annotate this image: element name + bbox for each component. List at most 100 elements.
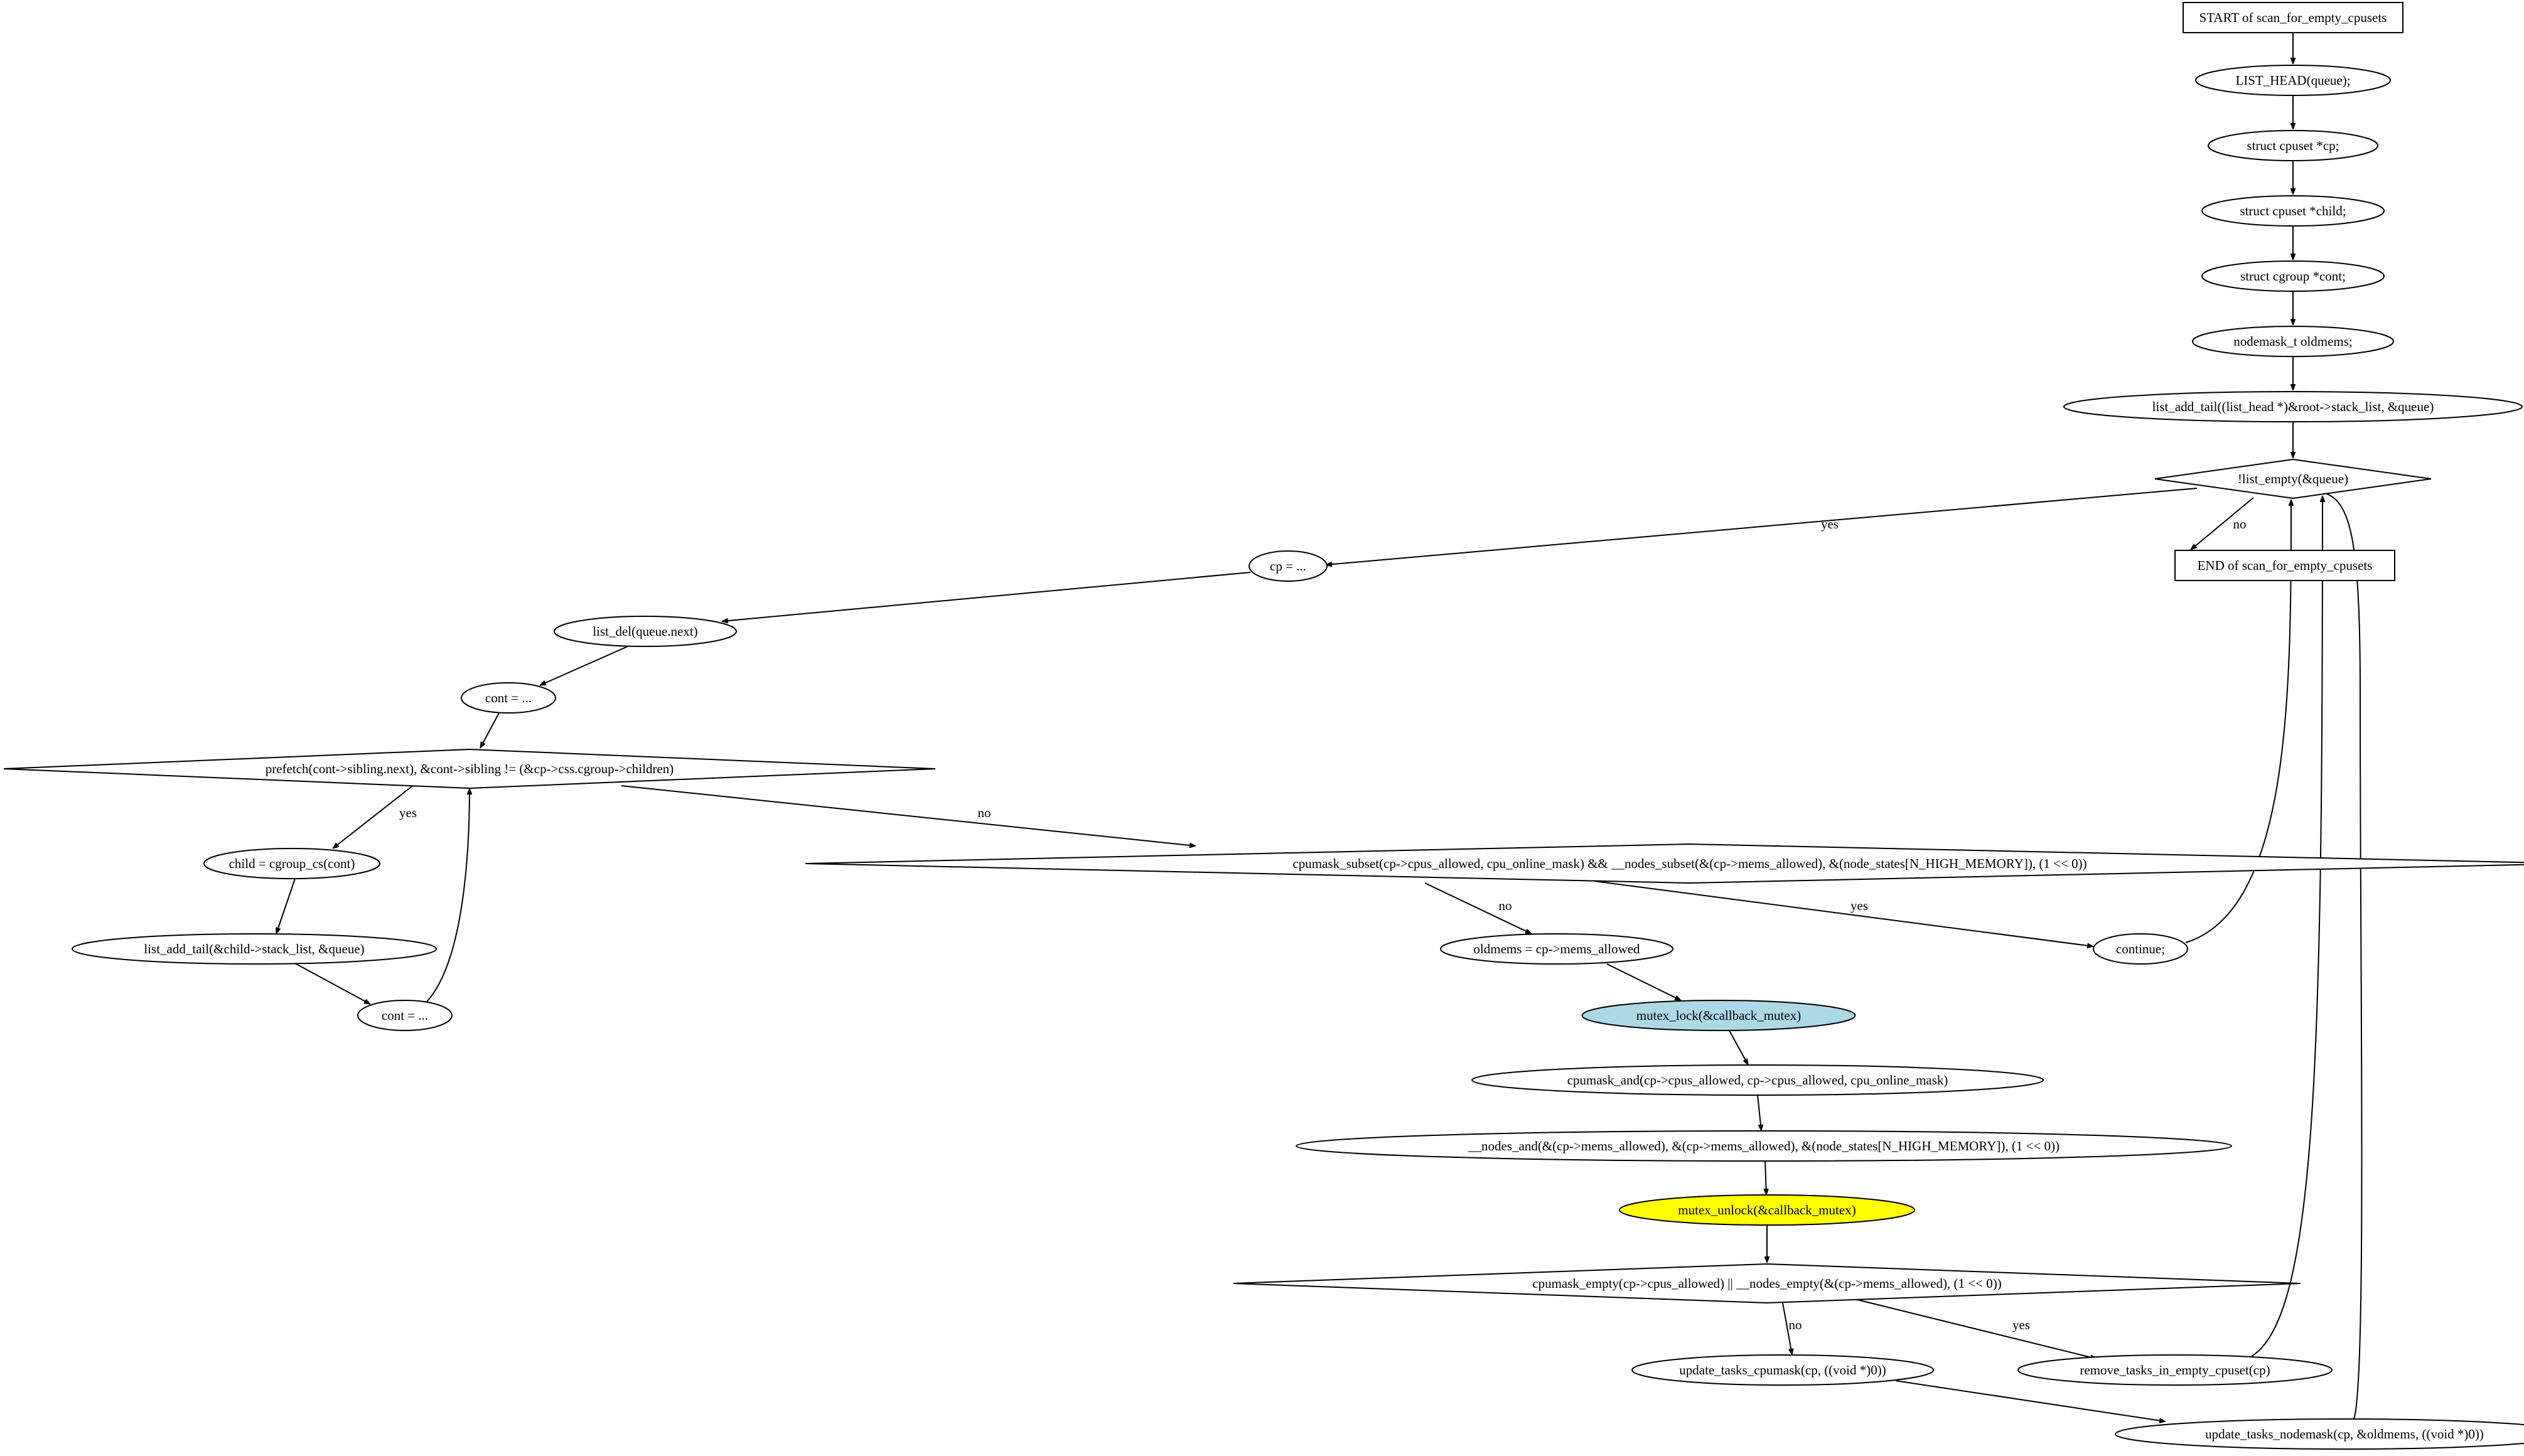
edge-n_remove_tasks-to-d_list_empty [2248,496,2323,1359]
node-d_cpumask_subset: cpumask_subset(cp->cpus_allowed, cpu_onl… [805,843,2524,884]
node-label-n_remove_tasks: remove_tasks_in_empty_cpuset(cp) [2080,1362,2270,1378]
node-label-n_oldmems_assign: oldmems = cp->mems_allowed [1473,941,1640,956]
edge-n_cpumask_and-to-n_nodes_and [1757,1095,1761,1131]
node-shape-n_list_del [554,616,737,647]
edge-n_list_del-to-n_cont_assign1 [540,646,628,686]
edge-n_cont_assign1-to-d_prefetch [480,712,500,748]
node-label-n_list_add_root: list_add_tail((list_head *)&root->stack_… [2152,399,2434,414]
node-shape-n_update_nodemask [2115,1418,2524,1450]
node-n_nodes_and: __nodes_and(&(cp->mems_allowed), &(cp->m… [1296,1130,2232,1162]
node-label-n_struct_cont: struct cgroup *cont; [2240,269,2346,284]
node-label-n_child_assign: child = cgroup_cs(cont) [229,856,355,871]
node-shape-n_cont_assign1 [461,682,556,714]
node-label-n_list_head: LIST_HEAD(queue); [2235,73,2350,88]
edge-n_continue-to-d_list_empty [2185,500,2291,943]
edge-n_oldmems_assign-to-n_mutex_lock [1606,963,1681,1001]
edge-n_cp_assign-to-n_list_del [722,572,1251,621]
node-end: END of scan_for_empty_cpusets [2174,550,2395,581]
node-n_struct_child: struct cpuset *child; [2201,195,2385,227]
node-n_cont_assign1: cont = ... [461,682,556,714]
node-label-end: END of scan_for_empty_cpusets [2198,558,2373,573]
edge-n_child_assign-to-n_list_add_child [276,878,296,934]
edge-label-d_cpumask_empty-to-n_remove_tasks: yes [2012,1317,2030,1332]
edge-d_list_empty-to-n_cp_assign [1326,488,2198,565]
node-label-n_list_del: list_del(queue.next) [593,624,697,639]
edge-labels-layer: yes no yes no no yes no yes [399,517,2247,1332]
node-n_mutex_unlock: mutex_unlock(&callback_mutex) [1619,1194,1915,1226]
node-n_oldmems_decl: nodemask_t oldmems; [2192,326,2394,357]
node-n_struct_cp: struct cpuset *cp; [2208,130,2378,161]
node-shape-n_oldmems_decl [2192,326,2394,357]
node-shape-n_struct_cont [2201,260,2385,292]
node-shape-n_mutex_unlock [1619,1194,1915,1226]
edge-n_update_cpumask-to-n_update_nodemask [1895,1380,2166,1421]
node-shape-d_cpumask_subset [805,843,2524,884]
node-shape-n_mutex_lock [1581,1000,1856,1031]
node-shape-n_oldmems_assign [1440,933,1673,965]
edge-n_list_add_child-to-n_cont_assign2 [294,963,370,1005]
edge-label-d_list_empty-to-end: no [2233,517,2247,532]
node-shape-d_cpumask_empty [1233,1263,2301,1304]
node-label-start: START of scan_for_empty_cpusets [2199,10,2387,25]
node-shape-n_nodes_and [1296,1130,2232,1162]
edge-label-d_cpumask_subset-to-n_oldmems_assign: no [1499,898,1512,913]
edge-label-d_list_empty-to-n_cp_assign: yes [1821,517,1839,532]
node-shape-n_continue [2093,933,2188,965]
node-start: START of scan_for_empty_cpusets [2183,2,2403,33]
edge-n_cont_assign2-to-d_prefetch [426,788,470,1002]
node-label-n_nodes_and: __nodes_and(&(cp->mems_allowed), &(cp->m… [1468,1138,2059,1154]
node-shape-n_cpumask_and [1471,1064,2044,1096]
node-n_list_head: LIST_HEAD(queue); [2195,65,2391,96]
edge-label-d_cpumask_subset-to-n_continue: yes [1850,898,1868,913]
edge-d_prefetch-to-n_child_assign [333,784,415,848]
node-label-d_list_empty: !list_empty(&queue) [2238,471,2348,486]
node-d_list_empty: !list_empty(&queue) [2154,458,2432,500]
node-n_list_add_root: list_add_tail((list_head *)&root->stack_… [2063,391,2523,422]
node-shape-d_prefetch [3,748,936,790]
node-shape-n_list_add_root [2063,391,2523,422]
node-label-n_mutex_lock: mutex_lock(&callback_mutex) [1636,1008,1801,1023]
node-shape-n_cp_assign [1249,550,1328,582]
node-n_child_assign: child = cgroup_cs(cont) [203,848,380,879]
node-d_cpumask_empty: cpumask_empty(cp->cpus_allowed) || __nod… [1233,1263,2301,1304]
node-n_cont_assign2: cont = ... [357,1000,453,1031]
node-n_cp_assign: cp = ... [1249,550,1328,582]
edge-label-d_cpumask_empty-to-n_update_cpumask: no [1789,1317,1802,1332]
node-d_prefetch: prefetch(cont->sibling.next), &cont->sib… [3,748,936,790]
node-n_remove_tasks: remove_tasks_in_empty_cpuset(cp) [2017,1354,2333,1386]
edge-n_mutex_lock-to-n_cpumask_and [1729,1030,1749,1065]
node-shape-d_list_empty [2154,458,2432,500]
node-label-n_continue: continue; [2116,941,2165,956]
node-n_cpumask_and: cpumask_and(cp->cpus_allowed, cp->cpus_a… [1471,1064,2044,1096]
edge-label-d_prefetch-to-d_cpumask_subset: no [978,805,991,820]
edges-layer [276,33,2363,1421]
node-shape-end [2174,550,2395,581]
node-label-n_cpumask_and: cpumask_and(cp->cpus_allowed, cp->cpus_a… [1567,1073,1948,1088]
node-n_oldmems_assign: oldmems = cp->mems_allowed [1440,933,1673,965]
node-label-n_cont_assign2: cont = ... [382,1008,428,1023]
node-n_list_add_child: list_add_tail(&child->stack_list, &queue… [72,933,437,965]
nodes-layer: START of scan_for_empty_cpusetsLIST_HEAD… [3,2,2524,1450]
edge-d_cpumask_subset-to-n_oldmems_assign [1424,882,1532,934]
node-label-n_cont_assign1: cont = ... [485,690,532,705]
node-shape-n_struct_child [2201,195,2385,227]
node-label-d_cpumask_empty: cpumask_empty(cp->cpus_allowed) || __nod… [1532,1276,2001,1291]
node-label-d_cpumask_subset: cpumask_subset(cp->cpus_allowed, cpu_onl… [1292,856,2086,871]
node-shape-n_update_cpumask [1631,1354,1934,1386]
node-label-n_struct_cp: struct cpuset *cp; [2247,138,2339,153]
node-label-n_list_add_child: list_add_tail(&child->stack_list, &queue… [144,941,364,956]
node-n_struct_cont: struct cgroup *cont; [2201,260,2385,292]
node-shape-n_remove_tasks [2017,1354,2333,1386]
edge-d_prefetch-to-d_cpumask_subset [621,785,1196,846]
edge-d_list_empty-to-end [2191,497,2254,550]
node-label-n_cp_assign: cp = ... [1270,559,1306,574]
node-shape-n_list_add_child [72,933,437,965]
node-shape-n_child_assign [203,848,380,879]
edge-d_cpumask_subset-to-n_continue [1594,881,2093,946]
node-shape-n_struct_cp [2208,130,2378,161]
edge-label-d_prefetch-to-n_child_assign: yes [399,805,417,820]
node-n_list_del: list_del(queue.next) [554,616,737,647]
edge-n_nodes_and-to-n_mutex_unlock [1765,1160,1766,1195]
node-label-n_oldmems_decl: nodemask_t oldmems; [2233,334,2353,349]
